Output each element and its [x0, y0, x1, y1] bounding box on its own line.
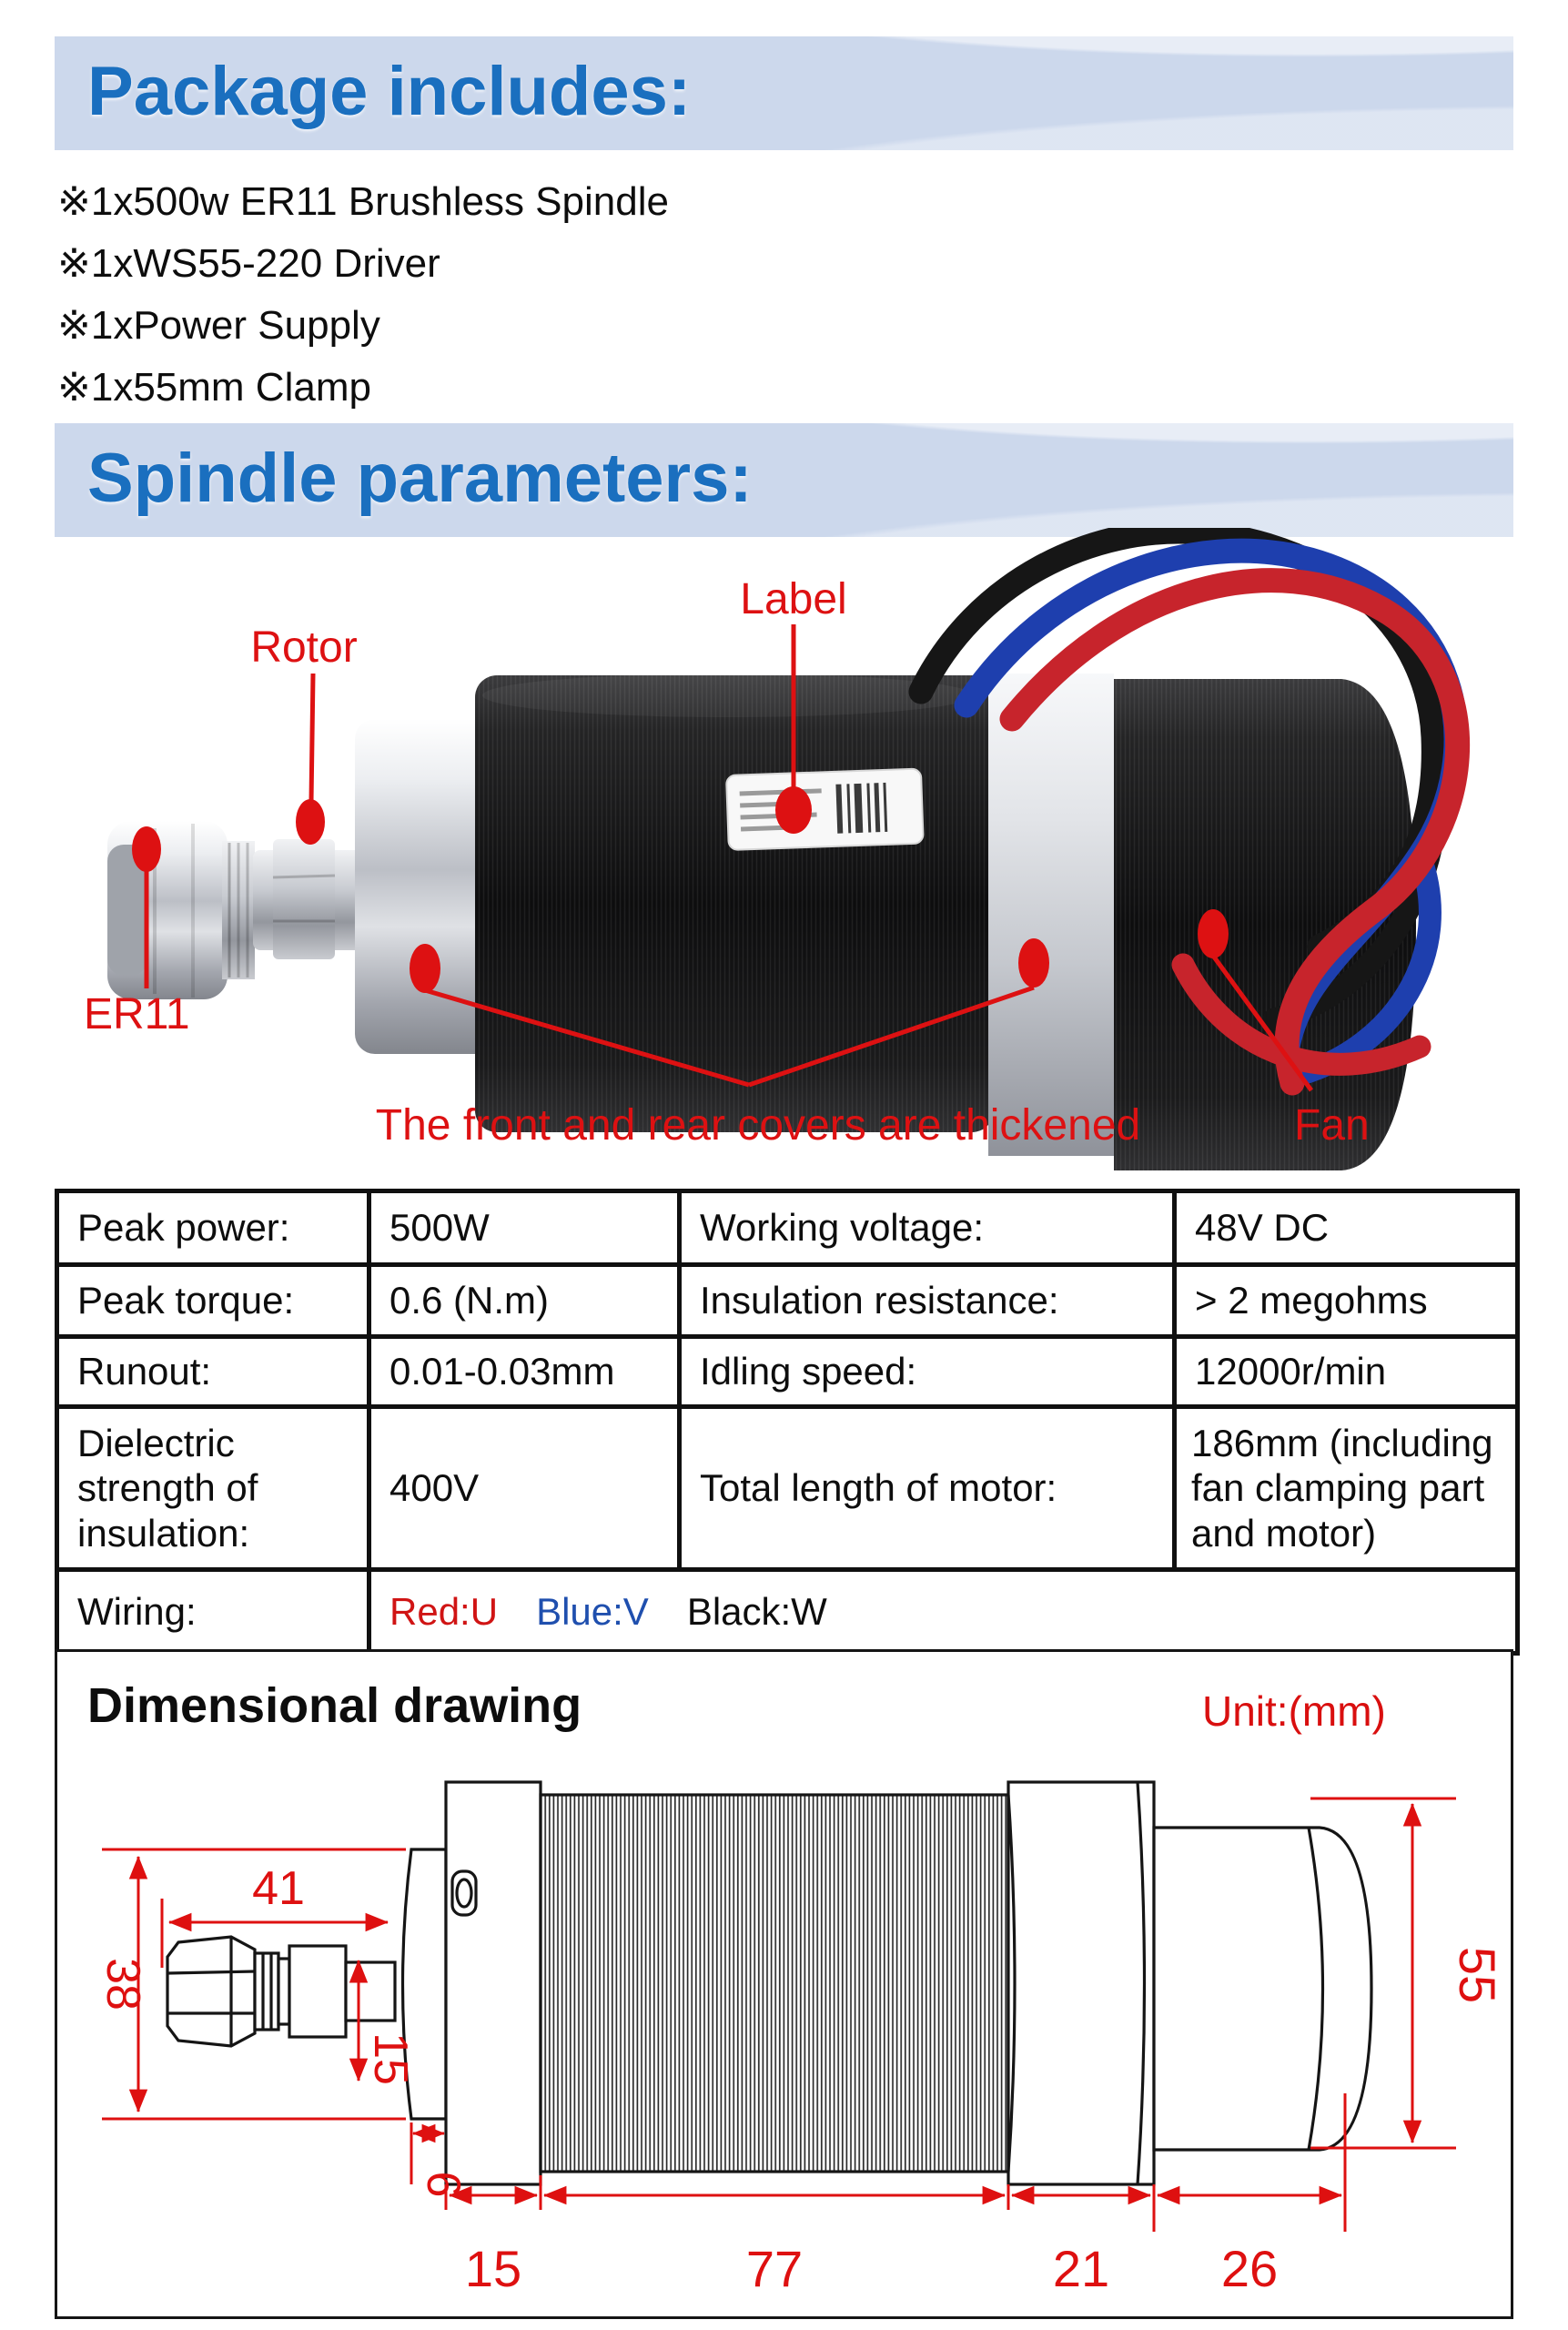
annotation-covers: The front and rear covers are thickened [376, 1101, 1140, 1150]
er11-dot [132, 826, 161, 872]
front-plate-drawing [400, 1848, 448, 2121]
photo-annotations [144, 624, 1314, 1092]
dim-55: 55 [1449, 1947, 1506, 2003]
label-dot [775, 786, 812, 834]
table-row: Runout: 0.01-0.03mm Idling speed: 12000r… [55, 1334, 1520, 1409]
spec-label: Peak torque: [55, 1262, 371, 1339]
rear-ring-drawing [1007, 1780, 1156, 2186]
motor-wires [908, 528, 1471, 1096]
motor-body [475, 674, 994, 1132]
wiring-black-w: Black:W [686, 1589, 827, 1633]
table-row: Dielectric strength of insulation: 400V … [55, 1404, 1520, 1572]
spec-value: 500W [367, 1189, 682, 1267]
dim-38: 38 [96, 1958, 149, 2011]
dim-77: 77 [746, 2240, 803, 2297]
dim-6: 6 [417, 2172, 470, 2198]
unit-label: Unit:(mm) [1202, 1687, 1386, 1735]
spec-label: Working voltage: [677, 1189, 1177, 1267]
dim-41: 41 [252, 1862, 305, 1915]
spec-value: 12000r/min [1172, 1334, 1520, 1409]
rear-cover-dot [1018, 938, 1049, 988]
spec-value: 0.01-0.03mm [367, 1334, 682, 1409]
spec-label: Wiring: [55, 1567, 371, 1656]
spec-label: Total length of motor: [677, 1404, 1177, 1572]
dim-15-front: 15 [465, 2240, 521, 2297]
annotation-rotor: Rotor [250, 623, 357, 672]
fan-cap-drawing [1152, 1826, 1373, 2152]
rotor-shaft [222, 839, 368, 979]
dimension-labels: 41 38 15 6 15 77 21 26 55 [96, 1862, 1506, 2297]
package-item-clamp: ※1x55mm Clamp [57, 365, 371, 410]
dim-15-shaft: 15 [364, 2032, 417, 2085]
front-cover-flange [355, 719, 496, 1054]
package-list: ※1x500w ER11 Brushless Spindle ※1xWS55-2… [57, 171, 669, 419]
wiring-red-u: Red:U [389, 1589, 499, 1633]
specs-table: Peak power: 500W Working voltage: 48V DC… [55, 1189, 1520, 1656]
spec-label: Dielectric strength of insulation: [55, 1404, 371, 1572]
annotation-label: Label [740, 575, 846, 623]
photo-annotation-dots [132, 786, 1229, 993]
spec-value: 186mm (including fan clamping part and m… [1172, 1404, 1520, 1572]
spindle-parameters-title: Spindle parameters: [87, 440, 753, 517]
product-photo: Label Rotor ER11 The front and rear cove… [0, 528, 1568, 1189]
table-row: Peak power: 500W Working voltage: 48V DC [55, 1189, 1520, 1267]
spec-label: Idling speed: [677, 1334, 1177, 1409]
dim-21: 21 [1053, 2240, 1109, 2297]
motor-outline-drawing [166, 1780, 1373, 2186]
rotor-dot [296, 799, 325, 845]
wiring-value: Red:U Blue:V Black:W [367, 1567, 1520, 1656]
dimensional-drawing-svg: 41 38 15 6 15 77 21 26 55 [96, 1780, 1506, 2297]
package-includes-title: Package includes: [87, 53, 692, 130]
spec-value: > 2 megohms [1172, 1262, 1520, 1339]
annotation-er11: ER11 [84, 990, 190, 1038]
product-photo-svg: Label Rotor ER11 The front and rear cove… [84, 528, 1471, 1170]
package-item-spindle: ※1x500w ER11 Brushless Spindle [57, 179, 669, 224]
fan-dot [1198, 909, 1229, 958]
shaft-block-drawing [288, 1944, 348, 2039]
label-sticker [725, 767, 925, 851]
dimensional-drawing-box: Dimensional drawing Unit:(mm) [55, 1649, 1513, 2319]
spec-value: 0.6 (N.m) [367, 1262, 682, 1339]
table-row: Peak torque: 0.6 (N.m) Insulation resist… [55, 1262, 1520, 1339]
spec-label: Insulation resistance: [677, 1262, 1177, 1339]
dim-26: 26 [1221, 2240, 1278, 2297]
front-cover-dot [410, 944, 440, 993]
spec-value: 48V DC [1172, 1189, 1520, 1267]
annotation-fan: Fan [1294, 1101, 1370, 1150]
package-item-driver: ※1xWS55-220 Driver [57, 241, 440, 286]
er11-collet [107, 821, 228, 999]
dimensional-drawing-title: Dimensional drawing [87, 1678, 582, 1733]
spec-value: 400V [367, 1404, 682, 1572]
spec-label: Peak power: [55, 1189, 371, 1267]
table-row-wiring: Wiring: Red:U Blue:V Black:W [55, 1567, 1520, 1656]
ribbed-body-drawing [539, 1793, 1010, 2173]
spindle-motor-photo [107, 674, 1416, 1170]
spec-label: Runout: [55, 1334, 371, 1409]
wiring-blue-v: Blue:V [536, 1589, 649, 1633]
photo-annotation-labels: Label Rotor ER11 The front and rear cove… [84, 575, 1370, 1150]
dimension-lines [102, 1797, 1456, 2232]
spindle-specs: Peak power: 500W Working voltage: 48V DC… [55, 1189, 1520, 1656]
front-housing-drawing [444, 1780, 542, 2186]
rear-cover-band [988, 674, 1114, 1156]
thin-shaft-drawing [344, 1960, 397, 2022]
collet-nut-drawing [166, 1935, 257, 2048]
package-item-power-supply: ※1xPower Supply [57, 303, 380, 348]
spindle-parameters-banner: Spindle parameters: [55, 423, 1513, 537]
package-includes-banner: Package includes: [55, 36, 1513, 150]
